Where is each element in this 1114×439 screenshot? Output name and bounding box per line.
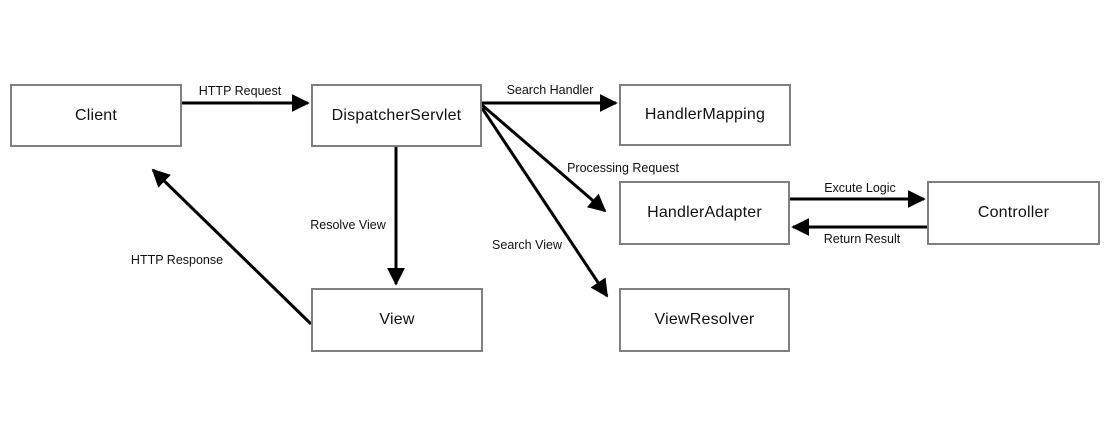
edge-label-excute-logic: Excute Logic xyxy=(824,181,896,195)
edge-label-search-handler: Search Handler xyxy=(506,83,594,97)
node-view-resolver: ViewResolver xyxy=(619,288,790,352)
node-view-label: View xyxy=(379,311,415,328)
arrow-processing-request xyxy=(481,103,607,213)
node-view-resolver-label: ViewResolver xyxy=(654,311,755,328)
node-dispatcher-servlet-label: DispatcherServlet xyxy=(331,106,462,124)
node-dispatcher-servlet: DispatcherServlet xyxy=(311,84,482,147)
node-client-label: Client xyxy=(74,106,118,124)
edge-label-processing-request: Processing Request xyxy=(567,161,679,175)
edge-label-http-response: HTTP Response xyxy=(130,253,224,267)
node-controller-label: Controller xyxy=(977,204,1050,221)
node-handler-adapter-label: HandlerAdapter xyxy=(647,204,762,221)
node-handler-adapter: HandlerAdapter xyxy=(619,181,790,245)
node-handler-mapping-label: HandlerMapping xyxy=(644,106,766,123)
node-handler-mapping: HandlerMapping xyxy=(619,84,791,146)
edge-label-http-request: HTTP Request xyxy=(198,84,282,98)
edge-label-resolve-view: Resolve View xyxy=(310,218,386,232)
node-view: View xyxy=(311,288,483,352)
edge-label-return-result: Return Result xyxy=(823,232,901,246)
node-controller: Controller xyxy=(927,181,1100,245)
arrow-http-response xyxy=(151,168,313,326)
edge-label-search-view: Search View xyxy=(492,238,562,252)
arrow-search-view xyxy=(480,107,609,298)
node-client: Client xyxy=(10,84,182,147)
